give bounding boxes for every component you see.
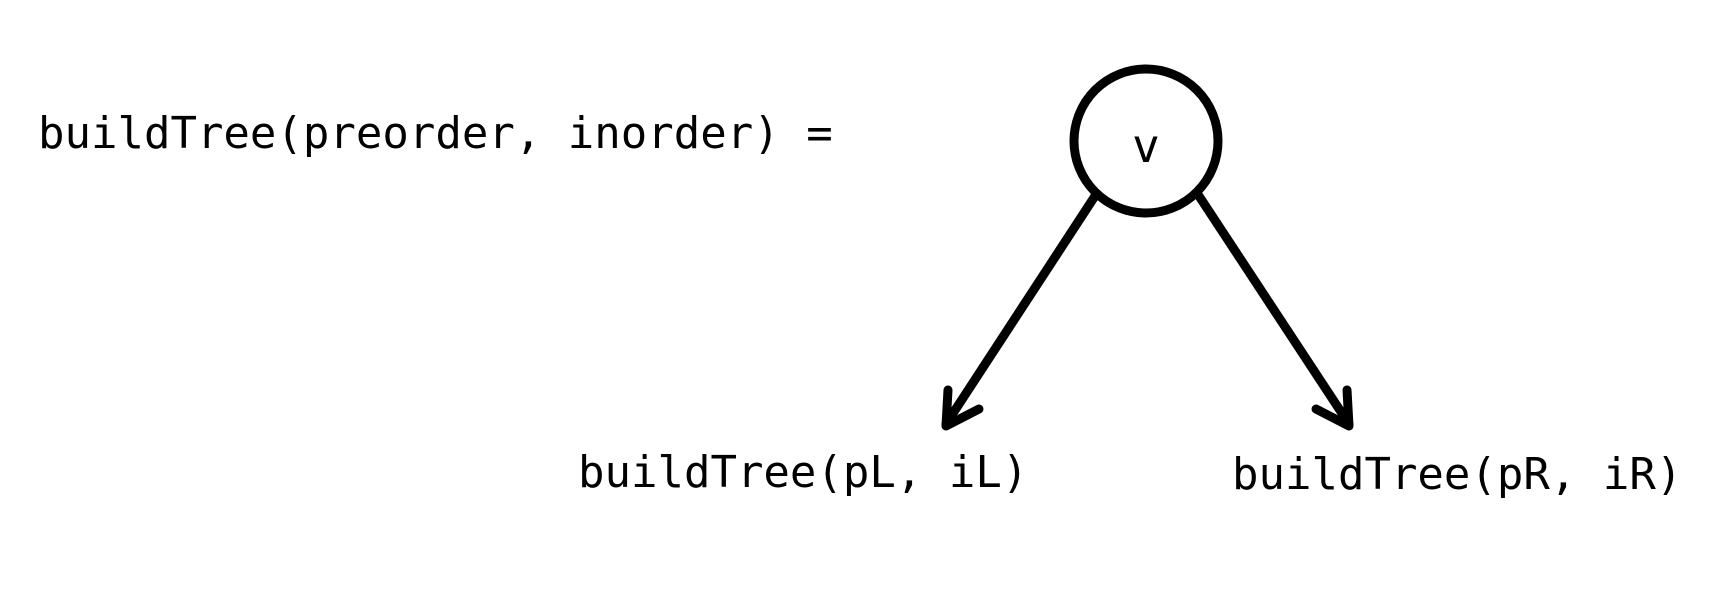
root-node-label: v <box>1132 119 1160 173</box>
right-child-label: buildTree(pR, iR) <box>1232 449 1682 500</box>
left-arrowhead <box>941 385 984 431</box>
root-node-circle <box>1069 64 1223 218</box>
right-edge-line <box>1194 191 1354 429</box>
left-edge-arrow <box>941 191 1100 431</box>
left-edge-line <box>941 191 1100 429</box>
equation-lhs: buildTree(preorder, inorder) = <box>38 108 833 159</box>
left-child-label: buildTree(pL, iL) <box>578 447 1028 498</box>
root-node: v <box>1069 64 1223 218</box>
right-arrowhead <box>1311 385 1354 431</box>
right-edge-arrow <box>1194 191 1354 431</box>
